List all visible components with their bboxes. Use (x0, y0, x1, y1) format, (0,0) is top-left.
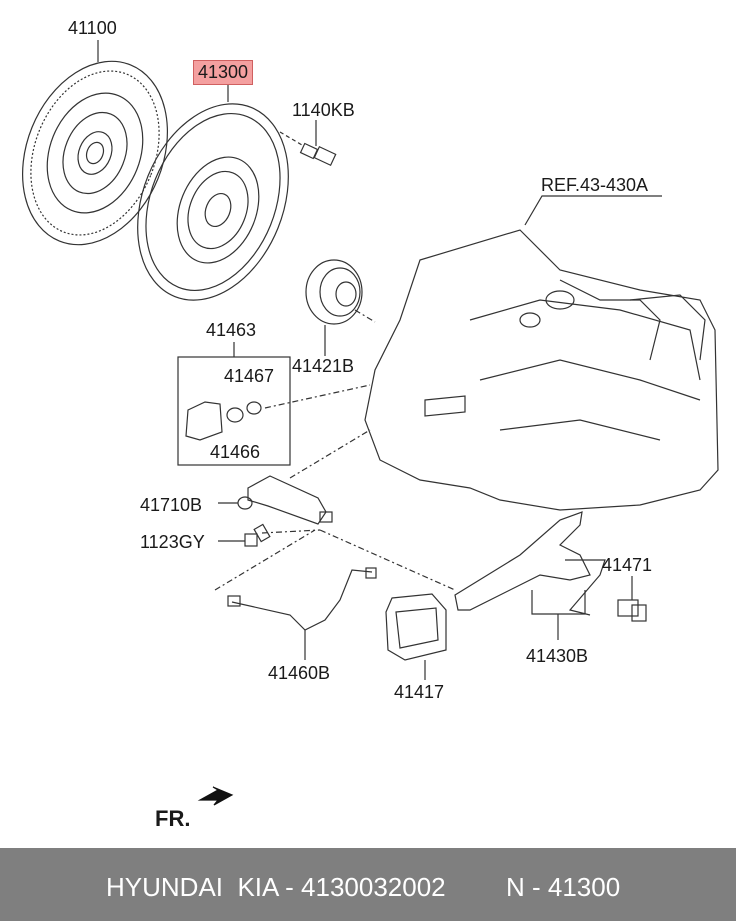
label-41417: 41417 (394, 682, 445, 702)
release-bearing-41421b (305, 259, 363, 325)
release-fork-41430b (454, 511, 606, 616)
leader-ref (524, 195, 662, 226)
label-41430b: 41430B (526, 646, 589, 666)
hose-41460b (227, 567, 377, 631)
label-41300: 41300 (193, 60, 254, 85)
bolt-1123gy (244, 523, 271, 547)
label-ref: REF.43-430A (541, 175, 649, 195)
label-41421b: 41421B (292, 356, 355, 376)
pressure-plate-41300 (137, 103, 289, 301)
label-1123gy: 1123GY (140, 532, 205, 552)
boot-41417 (385, 593, 447, 661)
label-41460b: 41460B (268, 663, 331, 683)
label-41471: 41471 (602, 555, 653, 575)
bracket-41463 (185, 401, 262, 441)
label-41463: 41463 (206, 320, 257, 340)
clutch-disc-41100 (22, 60, 168, 246)
front-arrow-icon (197, 786, 234, 806)
label-fr: FR. (155, 806, 191, 831)
footer-position-number: N - 41300 (506, 872, 621, 902)
label-41466: 41466 (210, 442, 261, 462)
exploded-parts-diagram (22, 40, 719, 806)
bolt-41471 (617, 599, 647, 622)
label-1140kb: 1140KB (292, 100, 355, 120)
label-41467: 41467 (224, 366, 275, 386)
label-41710b: 41710B (140, 495, 203, 515)
label-41100: 41100 (68, 18, 117, 38)
footer-bar: HYUNDAI KIA - 4130032002 N - 41300 (0, 848, 736, 921)
transmission-case (364, 229, 719, 511)
footer-part-number: HYUNDAI KIA - 4130032002 (106, 872, 446, 902)
bolt-1140kb (299, 142, 337, 167)
release-cylinder-41710b (237, 475, 333, 525)
